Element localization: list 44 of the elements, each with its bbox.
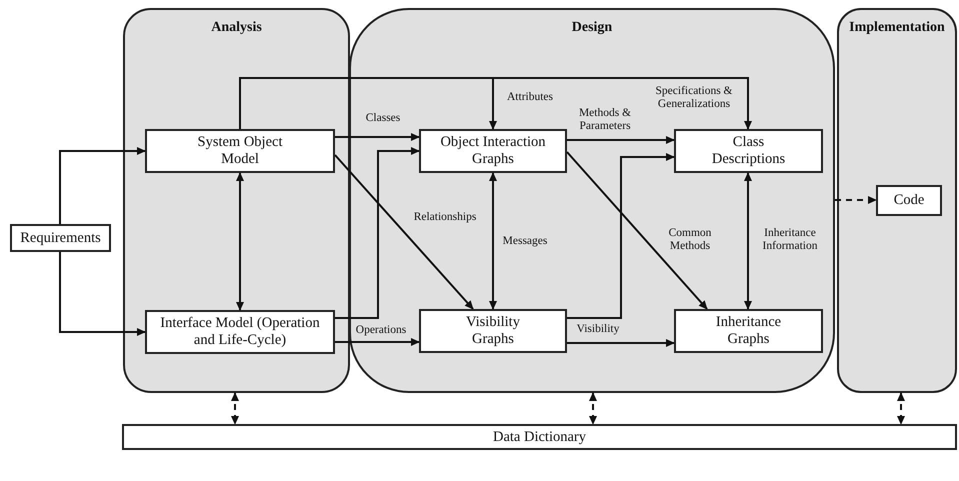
arrow (567, 338, 675, 348)
phase-title: Implementation (849, 20, 945, 36)
edge-label: Messages (502, 235, 548, 248)
box-label: Interface Model (Operation and Life-Cycle) (159, 315, 321, 349)
arrow (566, 151, 708, 310)
dashed-arrow (588, 392, 598, 425)
box-label: Object Interaction Graphs (439, 134, 547, 168)
phase-panel (349, 8, 835, 393)
arrow (59, 252, 146, 336)
phase-panel (123, 8, 350, 393)
edge-label: Operations (354, 324, 408, 337)
process-box (10, 224, 111, 252)
arrow (744, 172, 752, 310)
dashed-arrow (896, 392, 906, 425)
process-box (876, 185, 942, 216)
arrow (567, 136, 675, 144)
phase-title: Design (572, 20, 612, 36)
edge-label: Visibility (576, 323, 620, 336)
box-label: Class Descriptions (710, 134, 786, 168)
box-label: Code (894, 192, 924, 209)
process-box (145, 129, 335, 173)
process-box (674, 309, 823, 353)
dashed-arrow (835, 196, 877, 204)
process-box (122, 424, 957, 450)
process-box (419, 129, 567, 173)
process-box (674, 129, 823, 173)
process-box (145, 310, 335, 354)
arrow (236, 172, 244, 311)
dashed-arrow (230, 392, 240, 425)
arrow (334, 154, 474, 310)
box-label: Requirements (20, 230, 101, 246)
box-label: Visibility Graphs (465, 314, 521, 348)
arrow (59, 146, 146, 224)
process-box (419, 309, 567, 353)
phase-panel (837, 8, 957, 393)
arrow (488, 172, 498, 310)
arrow (335, 146, 420, 319)
edge-label: Relationships (412, 211, 478, 224)
box-label: System Object Model (196, 134, 284, 168)
arrow (567, 152, 675, 319)
arrow (335, 132, 420, 142)
box-label: Inheritance Graphs (714, 314, 782, 348)
box-label: Data Dictionary (492, 428, 586, 446)
phase-title: Analysis (211, 20, 262, 36)
